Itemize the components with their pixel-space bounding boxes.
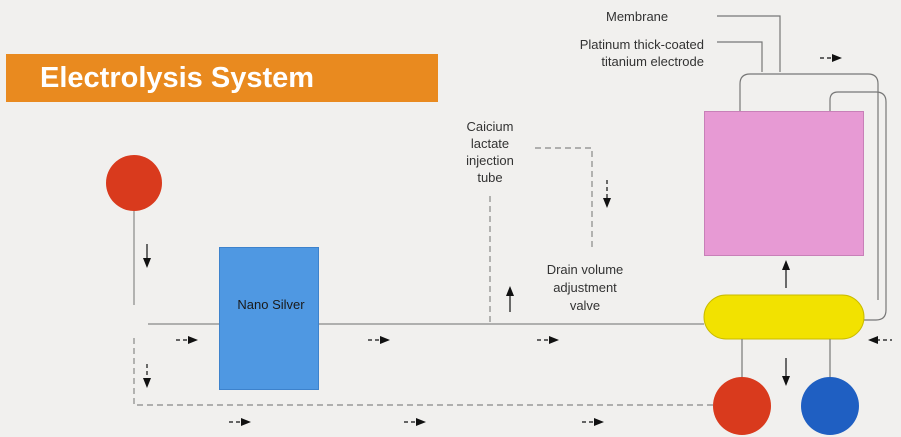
flow-arrows xyxy=(143,54,892,426)
nano-silver-label: Nano Silver xyxy=(237,297,305,312)
drain-label-line3: valve xyxy=(569,298,601,313)
arrow-right-3 xyxy=(537,336,559,344)
arrow-right-1 xyxy=(176,336,198,344)
nano-silver-filter xyxy=(219,247,319,390)
arrow-left-chamber xyxy=(868,336,892,344)
diagram-title: Electrolysis System xyxy=(6,54,438,102)
arrow-down-outlet xyxy=(782,358,790,386)
arrow-down-drain xyxy=(603,180,611,208)
calcium-label-line4: tube xyxy=(477,170,503,185)
arrow-up-cell xyxy=(782,260,790,288)
yellow-chamber xyxy=(703,294,865,340)
arrow-down-inlet xyxy=(143,244,151,268)
arrow-down-return xyxy=(143,364,151,388)
arrow-right-6 xyxy=(582,418,604,426)
drain-valve-line xyxy=(535,147,593,248)
return-dashed-line xyxy=(133,338,714,406)
calcium-label-line2: lactate xyxy=(470,136,510,151)
electrode-label-line1: Platinum thick-coated xyxy=(579,37,704,52)
outlet-blue-circle xyxy=(801,377,859,435)
membrane-leader xyxy=(717,15,781,72)
electrolysis-cell xyxy=(704,111,864,256)
arrow-right-2 xyxy=(368,336,390,344)
drain-label-line2: adjustment xyxy=(553,280,617,295)
cell-return-pipe xyxy=(829,91,887,321)
inlet-circle xyxy=(106,155,162,211)
electrode-label-line2: titanium electrode xyxy=(601,54,704,69)
arrow-up-calcium xyxy=(506,286,514,312)
outlet-red-circle xyxy=(713,377,771,435)
electrode-leader xyxy=(717,41,763,72)
arrow-right-5 xyxy=(404,418,426,426)
arrow-right-4 xyxy=(229,418,251,426)
calcium-label-line1: Caicium xyxy=(466,119,514,134)
arrow-right-top xyxy=(820,54,842,62)
drain-label-line1: Drain volume xyxy=(546,262,624,277)
membrane-label: Membrane xyxy=(606,9,669,24)
calcium-label-line3: injection xyxy=(466,153,514,168)
cell-outer-pipe xyxy=(739,73,879,300)
